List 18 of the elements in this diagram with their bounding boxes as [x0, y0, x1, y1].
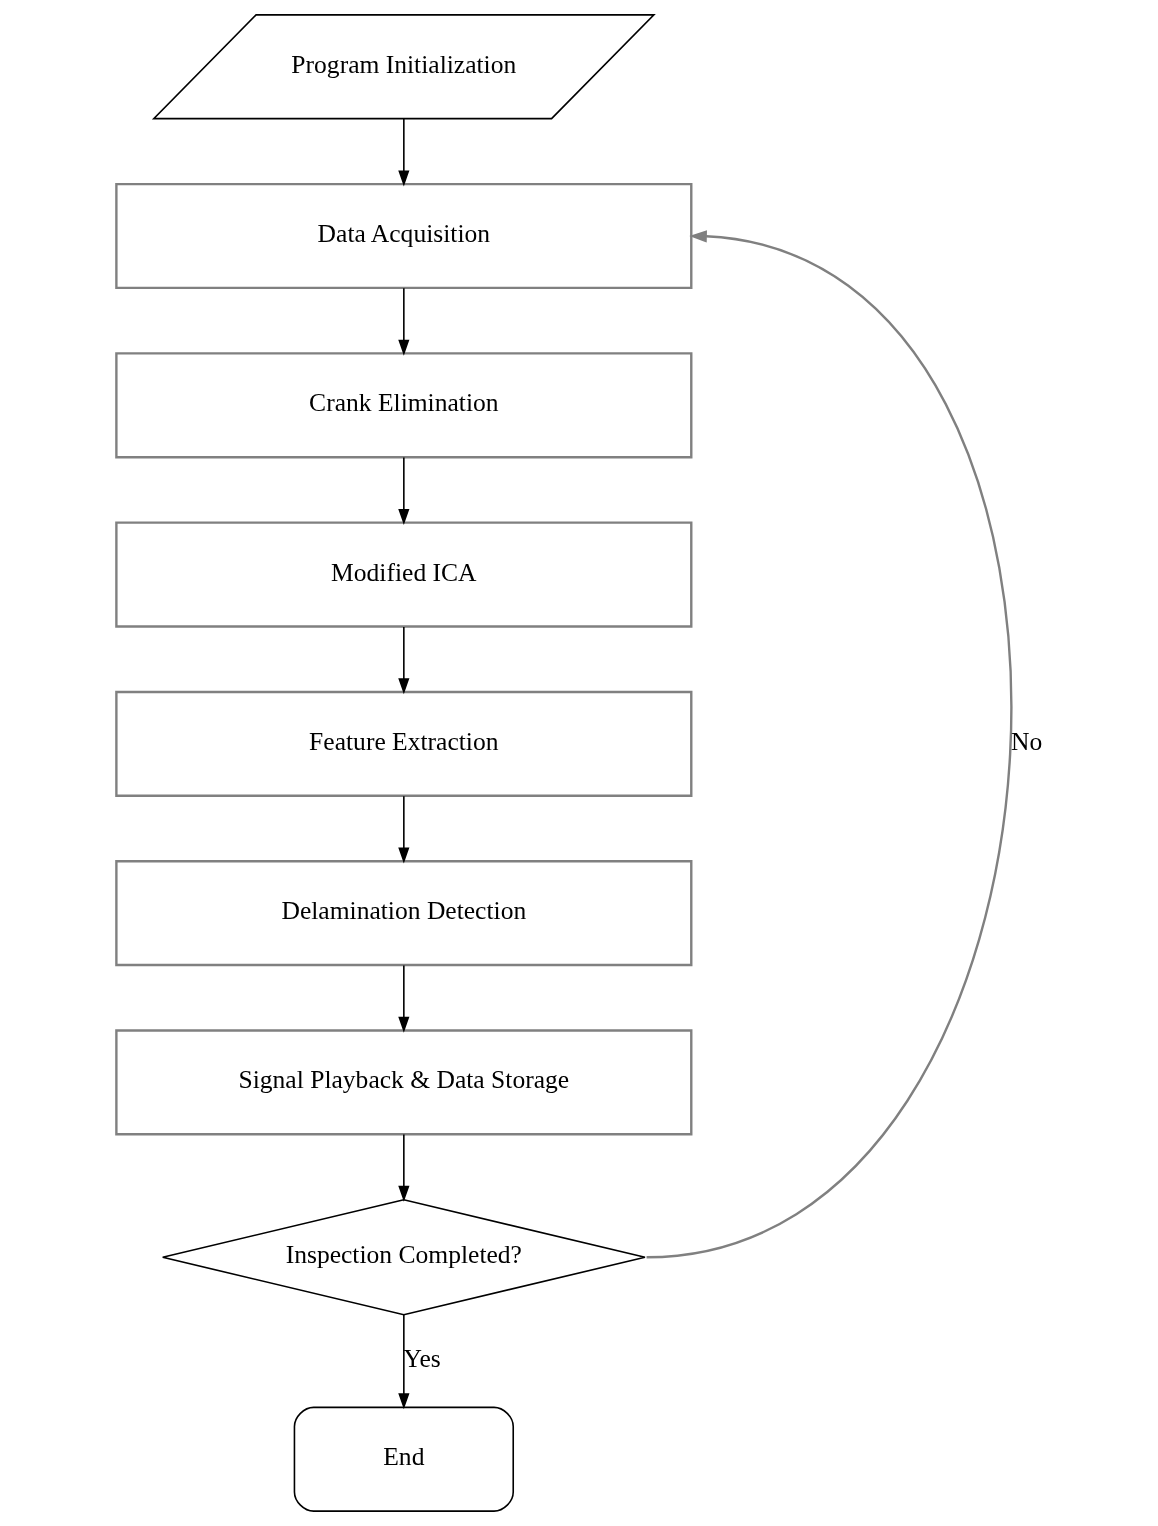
arrow: [397, 626, 409, 695]
arrow: [397, 1313, 409, 1410]
arrow: [397, 795, 409, 864]
arrow: [397, 964, 409, 1033]
node-box: Feature Extraction: [114, 690, 692, 797]
arrow: [397, 287, 409, 356]
edge-label: No: [1010, 726, 1042, 756]
arrow: [397, 1133, 409, 1202]
node-box: Delamination Detection: [114, 860, 692, 967]
node-diamond: Inspection Completed?: [161, 1198, 646, 1316]
arrow: [397, 456, 409, 525]
node-box: End: [293, 1406, 514, 1512]
node-box: Modified ICA: [114, 521, 692, 628]
node-box: Crank Elimination: [114, 352, 692, 459]
node-box: Data Acquisition: [114, 182, 692, 290]
node-box: Signal Playback & Data Storage: [114, 1029, 692, 1136]
arrow: [397, 118, 409, 187]
arrow: [645, 230, 1011, 1259]
